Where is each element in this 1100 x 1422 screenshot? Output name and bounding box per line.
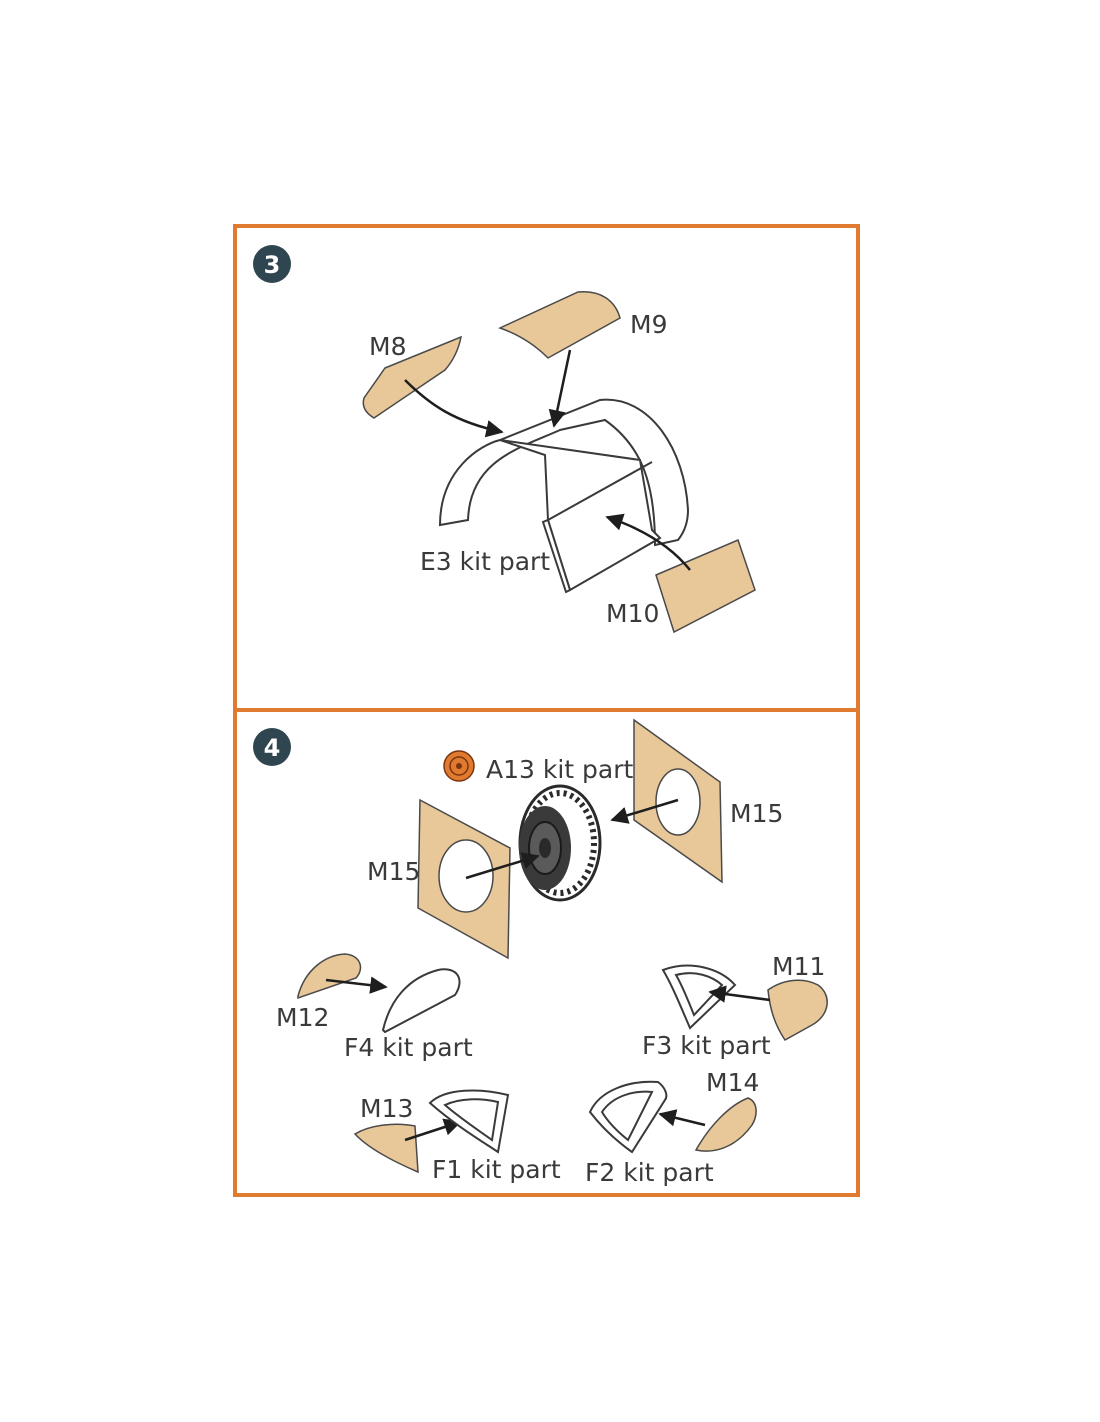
m9-label: M9 [630,310,667,339]
e3-kit-part [438,398,690,594]
f3-label: F3 kit part [642,1031,771,1060]
paint-reference-icon [443,750,475,782]
f2-label: F2 kit part [585,1158,714,1187]
m12-mask [297,953,362,1000]
step-3-number: 3 [264,251,281,279]
m8-mask [362,335,463,419]
a13-wheel [518,784,602,902]
m15-left-label: M15 [367,857,420,886]
m11-arrow [708,985,771,1003]
step-3-panel: 3 E3 kit part M8 M9 M10 [233,224,860,712]
m15-right-label: M15 [730,799,783,828]
m13-mask [353,1123,419,1174]
m15-right-arrow [610,798,679,824]
m8-arrow [404,379,504,438]
f4-label: F4 kit part [344,1033,473,1062]
m9-arrow [548,349,572,428]
m10-label: M10 [606,599,659,628]
m11-mask [767,979,828,1041]
m14-mask [694,1097,757,1152]
m11-label: M11 [772,952,825,981]
m12-label: M12 [276,1003,329,1032]
m10-arrow [605,513,691,571]
e3-label: E3 kit part [420,547,550,576]
m15-left-mask [417,798,511,960]
step-4-number: 4 [264,734,281,762]
a13-label: A13 kit part [486,755,634,784]
f3-kit-part [661,964,737,1030]
f1-label: F1 kit part [432,1155,561,1184]
m9-mask [498,291,621,359]
m12-arrow [325,976,388,994]
step-4-frame [233,708,860,1197]
f4-kit-part [381,968,461,1034]
m13-label: M13 [360,1094,413,1123]
f1-kit-part [428,1089,510,1154]
m15-left-arrow [465,852,540,880]
step-3-badge: 3 [253,245,291,283]
m14-label: M14 [706,1068,759,1097]
step-4-badge: 4 [253,728,291,766]
m14-arrow [658,1109,706,1127]
step-4-panel: 4 A13 kit part M15 M15 [233,708,860,1197]
f2-kit-part [588,1080,668,1154]
m13-arrow [404,1118,462,1142]
m8-label: M8 [369,332,406,361]
m10-mask [655,538,756,634]
